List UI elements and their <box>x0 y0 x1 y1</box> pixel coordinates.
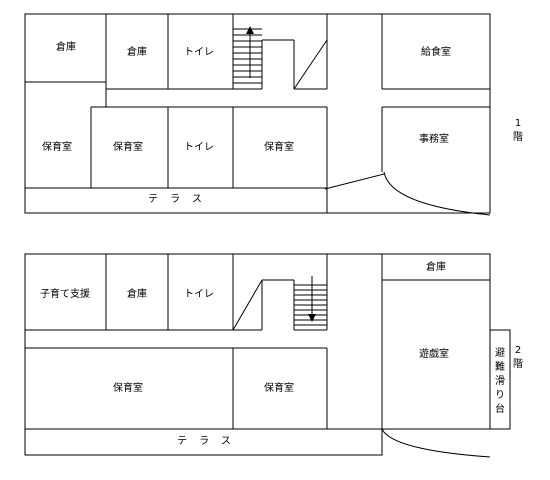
floor2-stair-down-arrow <box>308 314 316 322</box>
floor1-storage-a-label: 倉庫 <box>56 42 76 53</box>
floor2-support-label: 子育て支援 <box>40 289 90 300</box>
floor2-slide-char: り <box>495 390 505 401</box>
floor2-slide-char: 滑 <box>495 376 505 387</box>
floor1-nursery-b-label: 保育室 <box>113 142 143 153</box>
floor2-nursery-b-label: 保育室 <box>264 383 294 394</box>
floor2-slide-label: 避 難 滑 り 台 <box>494 347 506 417</box>
floor1-toilet-b-label: トイレ <box>184 142 214 153</box>
floor1-nursery-c-label: 保育室 <box>264 142 294 153</box>
floor2-floor-number: 2 <box>514 345 522 356</box>
floor2-slide-char: 難 <box>495 362 505 373</box>
floor2-toilet-label: トイレ <box>184 289 214 300</box>
floor1-floor-label: 1 階 <box>512 117 524 145</box>
floor2-slide-char: 台 <box>495 404 505 415</box>
floor1-storage-b-label: 倉庫 <box>127 47 147 58</box>
floor2-storage-b-label: 倉庫 <box>426 262 446 273</box>
floor1-entrance-door <box>324 171 491 216</box>
floor1-stair-up-arrow <box>246 26 254 34</box>
floor1-toilet-a-label: トイレ <box>184 47 214 58</box>
floor1-stair-slope <box>293 39 328 90</box>
floor1-floor-number: 1 <box>514 118 522 129</box>
floor1-kitchen-label: 給食室 <box>421 47 451 58</box>
floor1-terrace-label: テラス <box>148 194 214 205</box>
floor2-floor-label: 2 階 <box>512 344 524 372</box>
floor2-slide-char: 避 <box>495 348 505 359</box>
floor2-playroom-label: 遊戯室 <box>419 349 449 360</box>
floor1-staircase <box>233 28 262 84</box>
floor2-entrance-door <box>381 428 491 458</box>
floor2-terrace-label: テラス <box>177 436 243 447</box>
floor1-office-label: 事務室 <box>419 134 449 145</box>
floor2-floor-unit: 階 <box>513 359 523 370</box>
floor2-stair-slope <box>232 279 263 331</box>
floor2-storage-a-label: 倉庫 <box>127 289 147 300</box>
floor1-floor-unit: 階 <box>513 132 523 143</box>
floor1-walls <box>24 13 491 214</box>
floor1-nursery-a-label: 保育室 <box>42 142 72 153</box>
floor2-nursery-a-label: 保育室 <box>113 383 143 394</box>
